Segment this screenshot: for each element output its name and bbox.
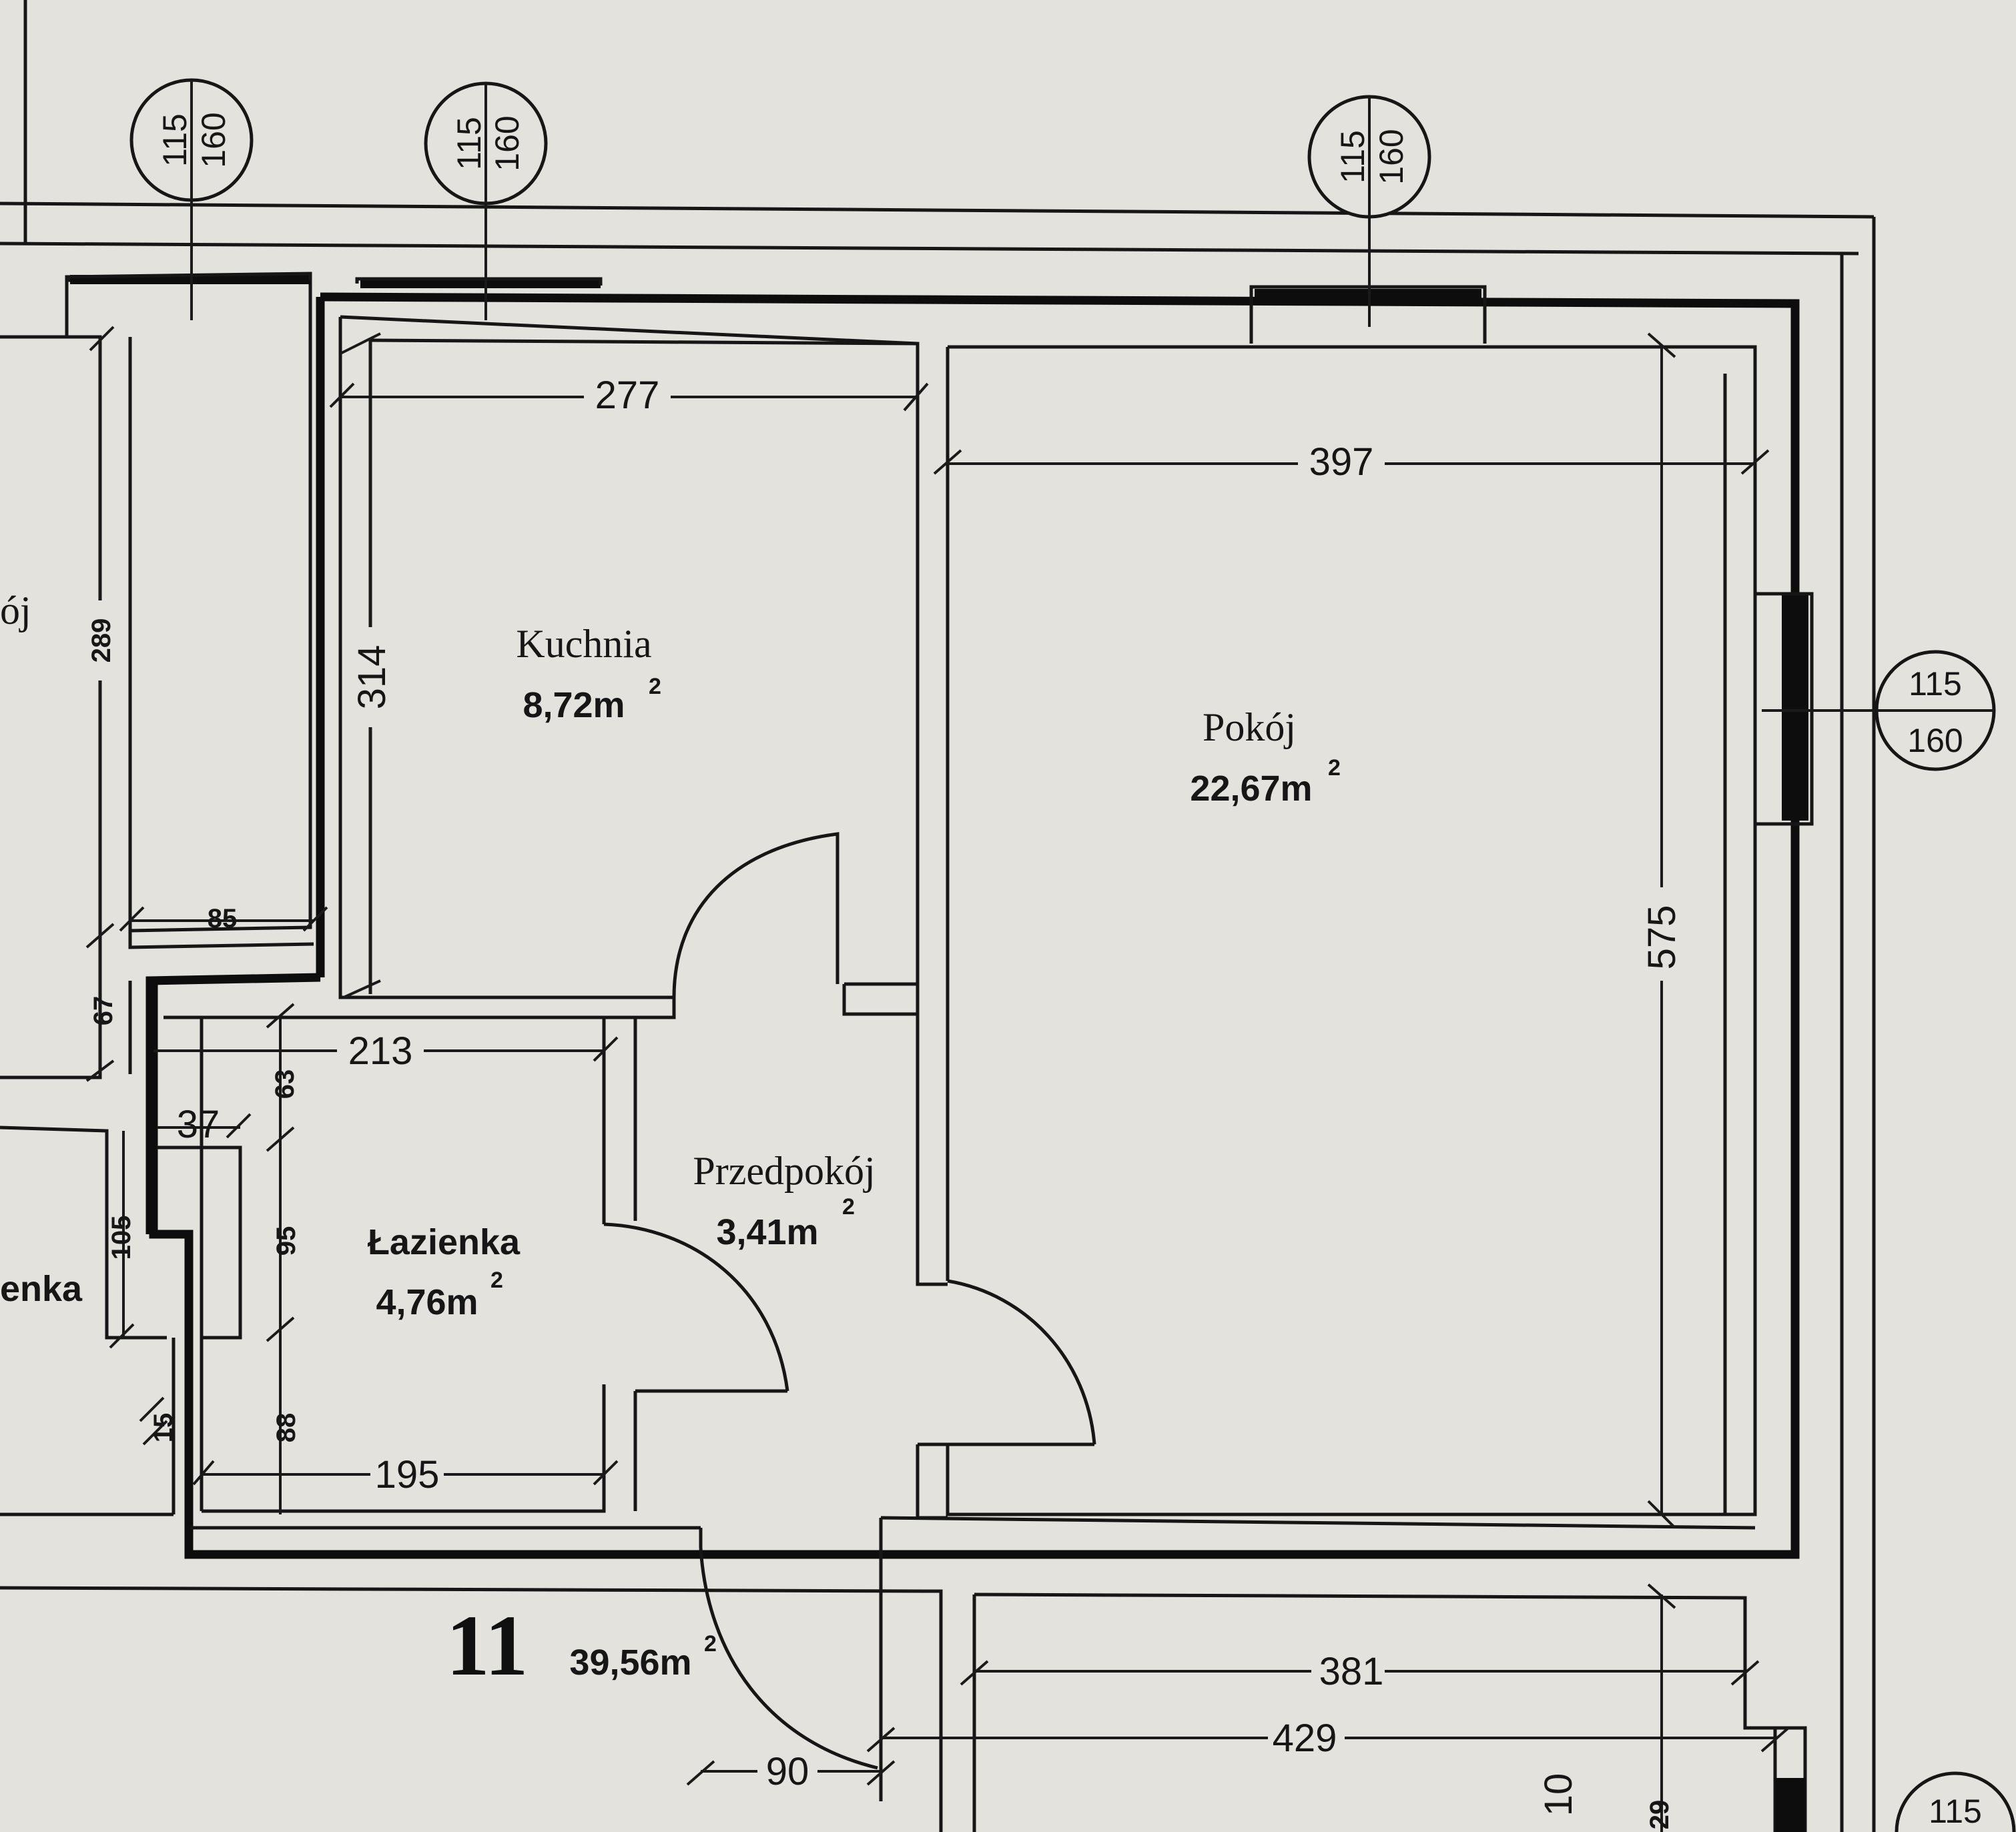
przedpokoj-name: Przedpokój: [693, 1149, 875, 1193]
dim-15: 15: [149, 1413, 178, 1443]
dim-105: 105: [107, 1216, 136, 1260]
dim-95: 95: [272, 1226, 301, 1256]
window-4-top: 115: [1909, 665, 1962, 703]
room-pokoj: Pokój 22,67m 2: [1190, 705, 1341, 809]
pokoj-area-sup: 2: [1328, 755, 1341, 781]
dim-63: 63: [270, 1069, 300, 1099]
dim-213: 213: [348, 1029, 413, 1073]
dim-277: 277: [595, 374, 660, 417]
dim-195: 195: [375, 1453, 440, 1496]
window-3-top: 115: [1334, 130, 1371, 183]
dim-429: 429: [1273, 1717, 1337, 1760]
flat-outer-wall: [145, 292, 1800, 1559]
window-1-bottom: 160: [195, 112, 232, 167]
room-przedpokoj: Przedpokój 3,41m 2: [693, 1149, 875, 1252]
neighbor-bottom-fragment: enka: [0, 1269, 83, 1309]
dim-37: 37: [177, 1103, 220, 1146]
facade-lines: [0, 0, 1876, 1832]
lazienka-name: Łazienka: [368, 1222, 521, 1262]
room-kuchnia: Kuchnia 8,72m 2: [516, 622, 661, 725]
window-openings: [65, 272, 1814, 1832]
window-4-bottom: 160: [1907, 722, 1963, 759]
window-marker-2: 115 160: [424, 81, 548, 205]
pokoj-name: Pokój: [1203, 705, 1296, 749]
pokoj-area: 22,67m: [1190, 769, 1312, 809]
kuchnia-area: 8,72m: [523, 685, 625, 725]
flat-label: 11 39,56m 2: [446, 1598, 717, 1694]
neighbor-right-fragment: 10: [1537, 1773, 1580, 1817]
dim-29: 29: [1645, 1800, 1674, 1830]
window-marker-1: 115 160: [129, 78, 254, 202]
room-lazienka: Łazienka 4,76m 2: [368, 1222, 521, 1322]
przedpokoj-area: 3,41m: [716, 1212, 818, 1252]
neighbor-top-fragment: ój: [0, 588, 31, 632]
window-marker-5: 115: [1895, 1771, 2016, 1832]
window-2-bottom: 160: [488, 115, 526, 171]
window-marker-stems: [190, 180, 1875, 712]
lazienka-area-sup: 2: [490, 1268, 503, 1293]
dim-381: 381: [1319, 1650, 1384, 1693]
lazienka-area: 4,76m: [376, 1282, 478, 1322]
doors: [603, 832, 1096, 1770]
dimension-labels: 277 397 314 289 85 67 213 63 37 105 95 8…: [87, 370, 1685, 1829]
przedpokoj-area-sup: 2: [842, 1194, 855, 1220]
interior-walls: [0, 278, 1807, 1832]
dim-397: 397: [1309, 440, 1374, 484]
flat-number: 11: [446, 1598, 529, 1694]
dim-85: 85: [208, 904, 238, 933]
dim-575: 575: [1640, 905, 1684, 970]
kuchnia-area-sup: 2: [649, 674, 661, 699]
flat-area-sup: 2: [704, 1631, 717, 1657]
window-1-top: 115: [156, 113, 194, 167]
neighbor-labels: ój enka 10: [0, 588, 1580, 1816]
window-5-top: 115: [1929, 1793, 1982, 1830]
dim-88: 88: [272, 1413, 301, 1443]
window-3-bottom: 160: [1373, 129, 1410, 184]
window-marker-3: 115 160: [1307, 95, 1431, 219]
dim-314: 314: [350, 645, 394, 710]
window-2-top: 115: [450, 117, 488, 170]
kuchnia-name: Kuchnia: [516, 622, 651, 666]
dim-90: 90: [766, 1750, 809, 1793]
window-marker-4: 115 160: [1875, 650, 1996, 771]
dim-67: 67: [89, 996, 118, 1026]
dim-289: 289: [87, 618, 116, 663]
flat-area: 39,56m: [569, 1643, 691, 1683]
